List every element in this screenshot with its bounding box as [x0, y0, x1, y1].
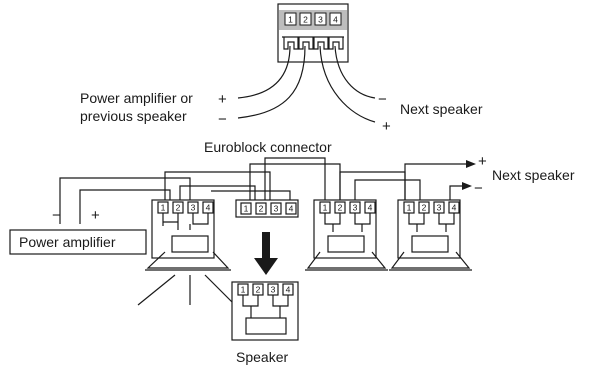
sound-lines — [137, 274, 233, 306]
sign-minus-bottom-right: − — [474, 180, 483, 197]
svg-text:1: 1 — [288, 15, 293, 25]
svg-text:2: 2 — [303, 15, 308, 25]
top-terminal-1: 1 — [284, 12, 297, 26]
label-next-speaker-bottom: Next speaker — [492, 167, 575, 183]
top-connector: 1 2 3 4 — [277, 3, 349, 63]
svg-text:4: 4 — [289, 204, 294, 214]
top-terminal-3: 3 — [314, 12, 327, 26]
euroblock-connector: 1 2 3 4 — [235, 199, 299, 218]
svg-text:1: 1 — [407, 203, 412, 213]
svg-text:1: 1 — [161, 203, 166, 213]
label-speaker: Speaker — [236, 349, 288, 365]
sign-plus-top-right: + — [382, 118, 391, 135]
sign-minus-top-left: − — [218, 111, 227, 128]
sign-minus-top-right: − — [378, 91, 387, 108]
svg-text:4: 4 — [333, 15, 338, 25]
top-terminal-4: 4 — [329, 12, 342, 26]
svg-text:4: 4 — [368, 203, 373, 213]
sign-plus-amp: + — [91, 207, 100, 224]
label-previous-speaker: previous speaker — [80, 108, 187, 124]
svg-text:2: 2 — [338, 203, 343, 213]
top-terminal-2: 2 — [299, 12, 312, 26]
speaker-3: 1 2 3 4 — [389, 199, 472, 271]
speaker-1: 1 2 3 4 — [145, 199, 231, 271]
svg-text:1: 1 — [244, 204, 249, 214]
sign-plus-top-left: + — [218, 91, 227, 108]
svg-text:4: 4 — [286, 285, 291, 295]
label-next-speaker-top: Next speaker — [400, 101, 483, 117]
svg-text:3: 3 — [271, 285, 276, 295]
svg-text:2: 2 — [422, 203, 427, 213]
svg-text:3: 3 — [353, 203, 358, 213]
svg-text:2: 2 — [176, 203, 181, 213]
label-power-amplifier: Power amplifier — [19, 234, 116, 250]
svg-text:1: 1 — [323, 203, 328, 213]
label-power-amp-or: Power amplifier or — [80, 90, 193, 106]
svg-text:3: 3 — [191, 203, 196, 213]
svg-text:3: 3 — [274, 204, 279, 214]
svg-text:3: 3 — [318, 15, 323, 25]
top-wires — [237, 45, 376, 123]
svg-text:2: 2 — [256, 285, 261, 295]
svg-text:3: 3 — [437, 203, 442, 213]
bottom-wiring — [59, 157, 466, 224]
sign-minus-amp: − — [52, 207, 61, 224]
speaker-2: 1 2 3 4 — [305, 199, 388, 271]
label-euroblock-connector: Euroblock connector — [204, 139, 332, 155]
svg-text:4: 4 — [452, 203, 457, 213]
svg-text:4: 4 — [206, 203, 211, 213]
down-arrow-icon — [254, 232, 278, 275]
svg-text:1: 1 — [241, 285, 246, 295]
svg-text:2: 2 — [259, 204, 264, 214]
power-amplifier: Power amplifier − + — [9, 207, 147, 255]
sign-plus-bottom-right: + — [478, 153, 487, 170]
speaker-detail: 1 2 3 4 Speaker — [231, 281, 299, 365]
